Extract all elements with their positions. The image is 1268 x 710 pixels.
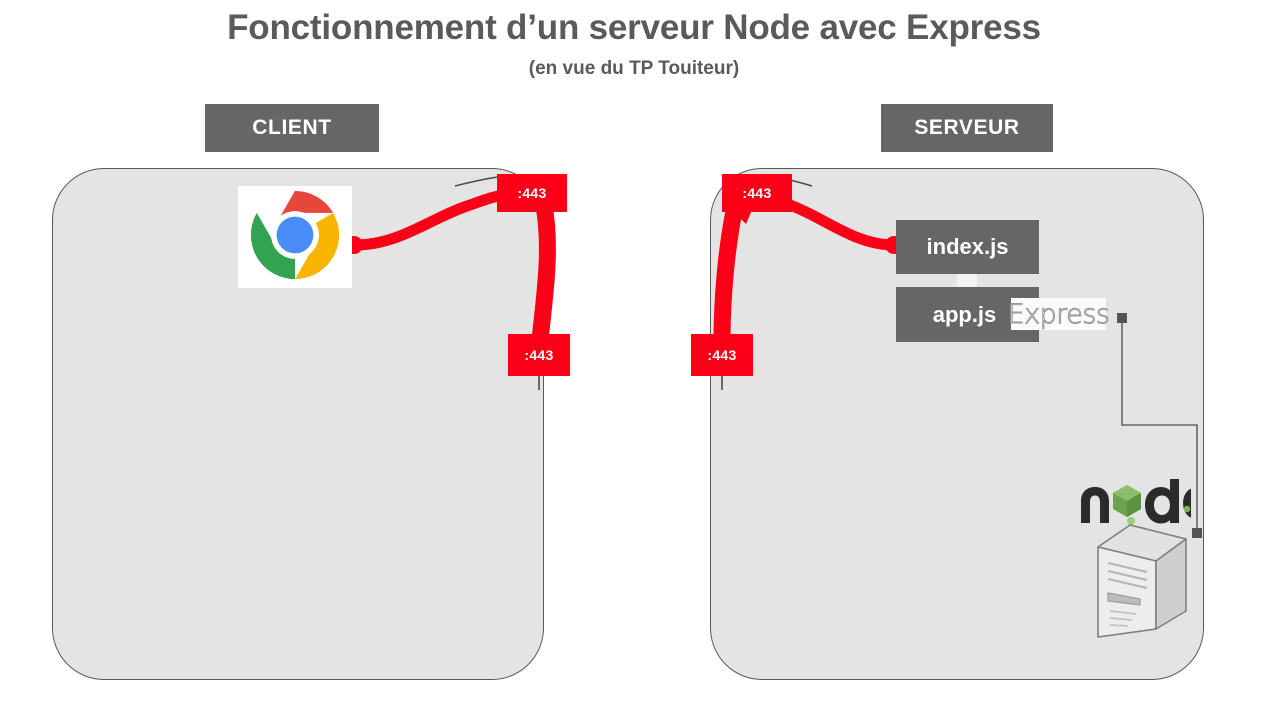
server-port-badge-top: :443 <box>722 174 792 212</box>
express-logo: Express <box>1007 298 1110 330</box>
module-app-js-label: app.js <box>932 301 997 327</box>
server-tower-icon <box>1090 519 1194 641</box>
chrome-logo-icon <box>250 190 340 280</box>
module-index-js-label: index.js <box>926 234 1009 259</box>
client-port-badge-top: :443 <box>497 174 567 212</box>
server-zone-label: SERVEUR <box>881 104 1053 152</box>
page-subtitle: (en vue du TP Touiteur) <box>528 58 740 79</box>
client-zone-label: CLIENT <box>205 104 379 152</box>
server-zone-label-text: SERVEUR <box>914 116 1020 139</box>
server-port-badge-bottom: :443 <box>691 334 753 376</box>
client-zone-label-text: CLIENT <box>252 116 332 139</box>
express-logo-text: Express <box>1007 298 1110 330</box>
client-port-badge-bottom: :443 <box>508 334 570 376</box>
chrome-logo-tile <box>238 186 352 288</box>
module-index-js: index.js <box>896 220 1039 274</box>
page-title: Fonctionnement d’un serveur Node avec Ex… <box>227 8 1041 47</box>
client-port-badge-top-text: :443 <box>517 185 547 201</box>
server-port-badge-bottom-text: :443 <box>707 347 737 363</box>
server-port-badge-top-text: :443 <box>742 185 772 201</box>
client-port-badge-bottom-text: :443 <box>524 347 554 363</box>
